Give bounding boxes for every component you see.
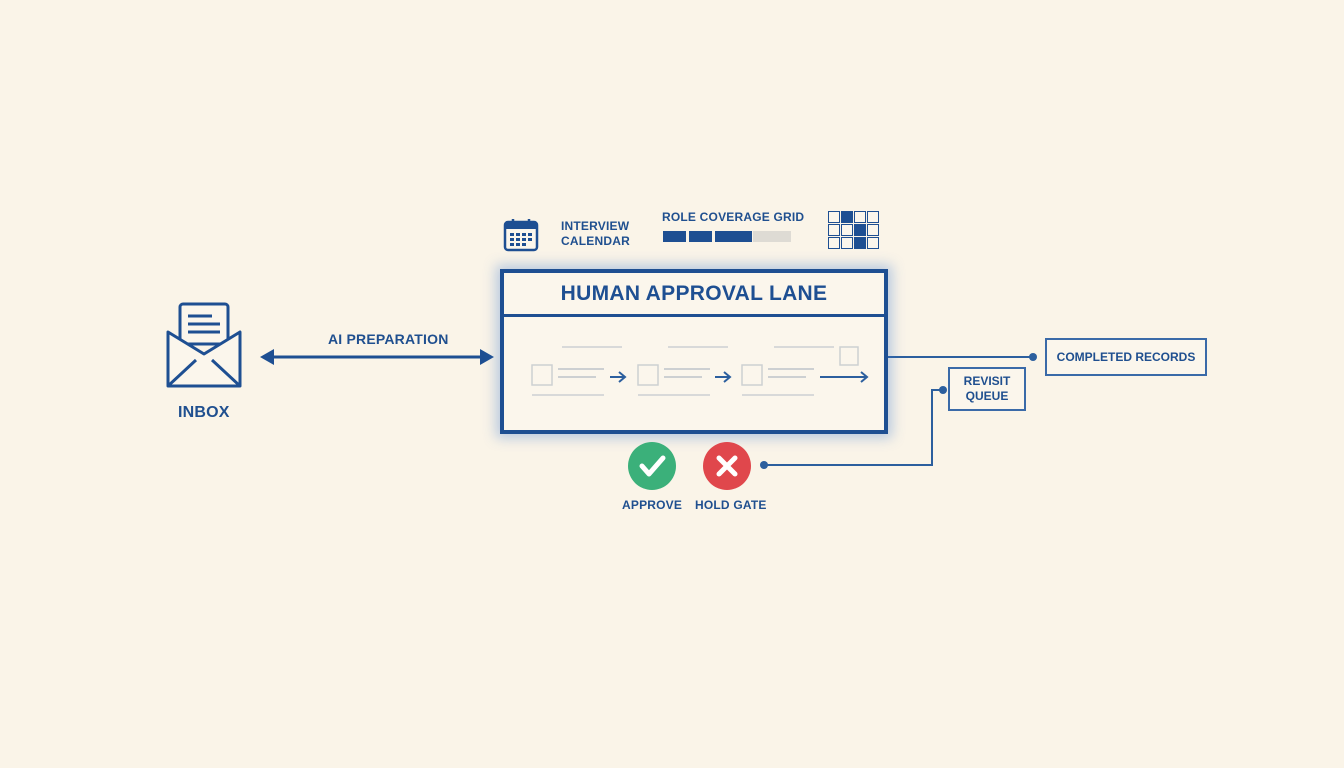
approve-label: APPROVE	[622, 498, 683, 512]
calendar-icon	[503, 219, 539, 252]
envelope-inbox-icon	[166, 302, 242, 388]
interview-calendar-line2: CALENDAR	[561, 234, 630, 248]
grid-cell	[841, 211, 853, 223]
hold-gate-label: HOLD GATE	[695, 498, 767, 512]
checkmark-icon	[639, 455, 666, 477]
completed-records-connector	[886, 353, 1037, 361]
inbox-label: INBOX	[178, 404, 230, 421]
lane-flow-arrows	[610, 371, 869, 383]
approve-button[interactable]	[628, 442, 676, 490]
grid-cell	[841, 237, 853, 249]
revisit-queue-connector	[760, 386, 947, 469]
revisit-queue-line2: QUEUE	[965, 389, 1009, 403]
record-card	[531, 346, 622, 396]
ai-preparation-arrow	[260, 349, 494, 365]
grid-cell	[854, 224, 866, 236]
revisit-queue-line1: REVISIT	[963, 374, 1011, 388]
progress-segment-empty	[753, 231, 791, 242]
record-card	[741, 346, 859, 396]
progress-segment	[715, 231, 738, 242]
grid-cell	[867, 224, 879, 236]
grid-cell	[828, 211, 840, 223]
x-mark-icon	[716, 455, 738, 477]
human-approval-lane: HUMAN APPROVAL LANE	[500, 269, 888, 434]
progress-segment	[689, 231, 712, 242]
lane-title: HUMAN APPROVAL LANE	[504, 273, 884, 317]
progress-segment	[735, 231, 752, 242]
grid-cell	[867, 237, 879, 249]
grid-cell	[828, 224, 840, 236]
role-coverage-progress-bar	[663, 231, 791, 242]
role-coverage-grid-label: ROLE COVERAGE GRID	[662, 210, 805, 224]
interview-calendar-label: INTERVIEW CALENDAR	[561, 219, 630, 249]
interview-calendar-line1: INTERVIEW	[561, 219, 630, 233]
grid-cell	[841, 224, 853, 236]
lane-record-flow	[531, 346, 859, 396]
grid-icon	[828, 211, 880, 250]
hold-gate-button[interactable]	[703, 442, 751, 490]
record-card	[637, 346, 728, 396]
grid-cell	[854, 211, 866, 223]
grid-cell	[828, 237, 840, 249]
grid-cell	[867, 211, 879, 223]
completed-records-box: COMPLETED RECORDS	[1045, 338, 1207, 376]
progress-segment	[663, 231, 686, 242]
revisit-queue-box: REVISIT QUEUE	[948, 367, 1026, 411]
completed-records-label: COMPLETED RECORDS	[1056, 349, 1196, 364]
ai-preparation-label: AI PREPARATION	[328, 331, 449, 347]
grid-cell	[854, 237, 866, 249]
